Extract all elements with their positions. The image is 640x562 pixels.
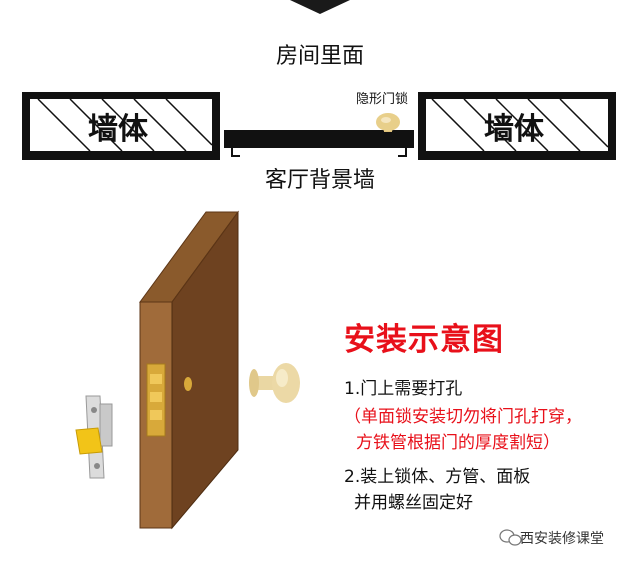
note-line-1: （单面锁安装切勿将门孔打穿， (344, 407, 582, 427)
hidden-lock-label: 隐形门锁 (356, 92, 409, 107)
living-room-wall-label: 客厅背景墙 (264, 168, 375, 193)
step-1-text: 1.门上需要打孔 (344, 379, 463, 399)
room-inside-label: 房间里面 (275, 44, 364, 69)
step-2-line-2: 并用螺丝固定好 (354, 493, 473, 513)
diagram-title: 安装示意图 (344, 322, 504, 358)
footer-brand: 西安装修课堂 (520, 531, 604, 547)
down-arrow-icon (290, 0, 350, 14)
strike-plate-icon (75, 395, 113, 479)
lock-body-icon (146, 363, 166, 437)
wall-left (22, 92, 220, 160)
wall-right (418, 92, 616, 160)
door-3d (139, 210, 239, 530)
step-2-line-1: 2.装上锁体、方管、面板 (344, 467, 531, 487)
door-plan (224, 130, 414, 157)
spindle-hole-icon (184, 377, 192, 391)
note-line-2: 方铁管根据门的厚度割短） (356, 433, 560, 453)
door-knob-icon (249, 363, 300, 403)
lock-knob-plan-icon (376, 113, 400, 132)
wall-right-label: 墙体 (484, 112, 544, 147)
wechat-icon (499, 529, 522, 546)
wall-left-label: 墙体 (88, 112, 148, 147)
